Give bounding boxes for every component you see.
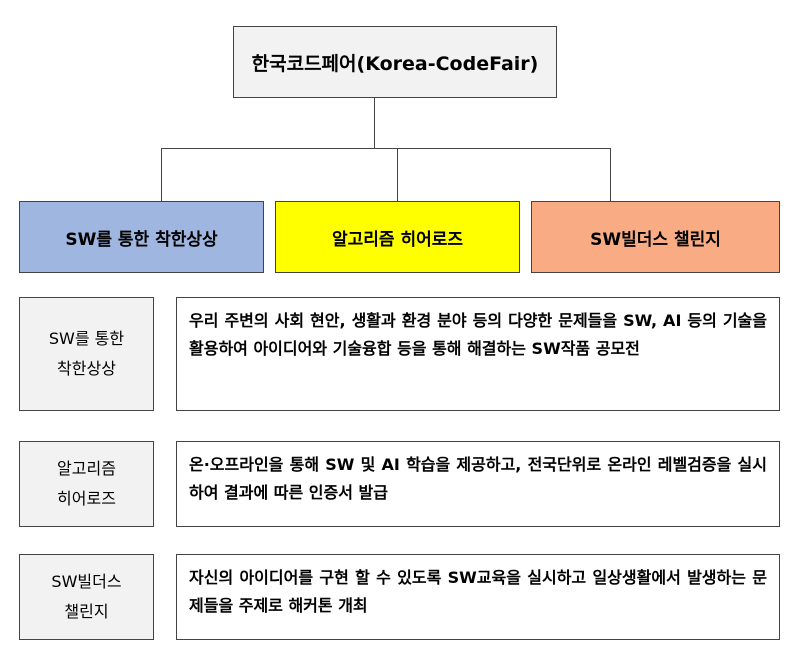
detail-label-box-2: 알고리즘 히어로즈 bbox=[19, 441, 154, 527]
category-label: SW빌더스 챌린지 bbox=[590, 229, 721, 250]
category-box-3: SW빌더스 챌린지 bbox=[531, 201, 780, 273]
horizontal-connector-line bbox=[161, 148, 611, 149]
detail-description-box-2: 온·오프라인을 통해 SW 및 AI 학습을 제공하고, 전국단위로 온라인 레… bbox=[176, 441, 780, 527]
detail-label-box-3: SW빌더스 챌린지 bbox=[19, 554, 154, 640]
connector-line-1 bbox=[161, 148, 162, 201]
category-box-1: SW를 통한 착한상상 bbox=[19, 201, 264, 273]
detail-label-line1: SW를 통한 bbox=[48, 329, 125, 348]
category-label: 알고리즘 히어로즈 bbox=[331, 229, 464, 250]
detail-label-line1: 알고리즘 bbox=[57, 459, 116, 478]
category-label: SW를 통한 착한상상 bbox=[65, 229, 218, 250]
detail-label-line2: 착한상상 bbox=[57, 359, 116, 378]
category-box-2: 알고리즘 히어로즈 bbox=[275, 201, 520, 273]
root-connector-line bbox=[374, 98, 375, 148]
connector-line-2 bbox=[397, 148, 398, 201]
detail-description: 우리 주변의 사회 현안, 생활과 환경 분야 등의 다양한 문제들을 SW, … bbox=[189, 311, 767, 358]
connector-line-3 bbox=[610, 148, 611, 201]
detail-description-box-1: 우리 주변의 사회 현안, 생활과 환경 분야 등의 다양한 문제들을 SW, … bbox=[176, 297, 780, 411]
detail-label-line1: SW빌더스 bbox=[51, 572, 122, 591]
detail-description: 자신의 아이디어를 구현 할 수 있도록 SW교육을 실시하고 일상생활에서 발… bbox=[189, 568, 767, 615]
root-node: 한국코드페어(Korea-CodeFair) bbox=[233, 26, 557, 98]
detail-label-line2: 히어로즈 bbox=[57, 489, 116, 508]
root-node-label: 한국코드페어(Korea-CodeFair) bbox=[251, 52, 539, 75]
detail-description: 온·오프라인을 통해 SW 및 AI 학습을 제공하고, 전국단위로 온라인 레… bbox=[189, 455, 767, 502]
detail-description-box-3: 자신의 아이디어를 구현 할 수 있도록 SW교육을 실시하고 일상생활에서 발… bbox=[176, 554, 780, 640]
detail-label-box-1: SW를 통한 착한상상 bbox=[19, 297, 154, 411]
detail-label-line2: 챌린지 bbox=[64, 602, 109, 621]
